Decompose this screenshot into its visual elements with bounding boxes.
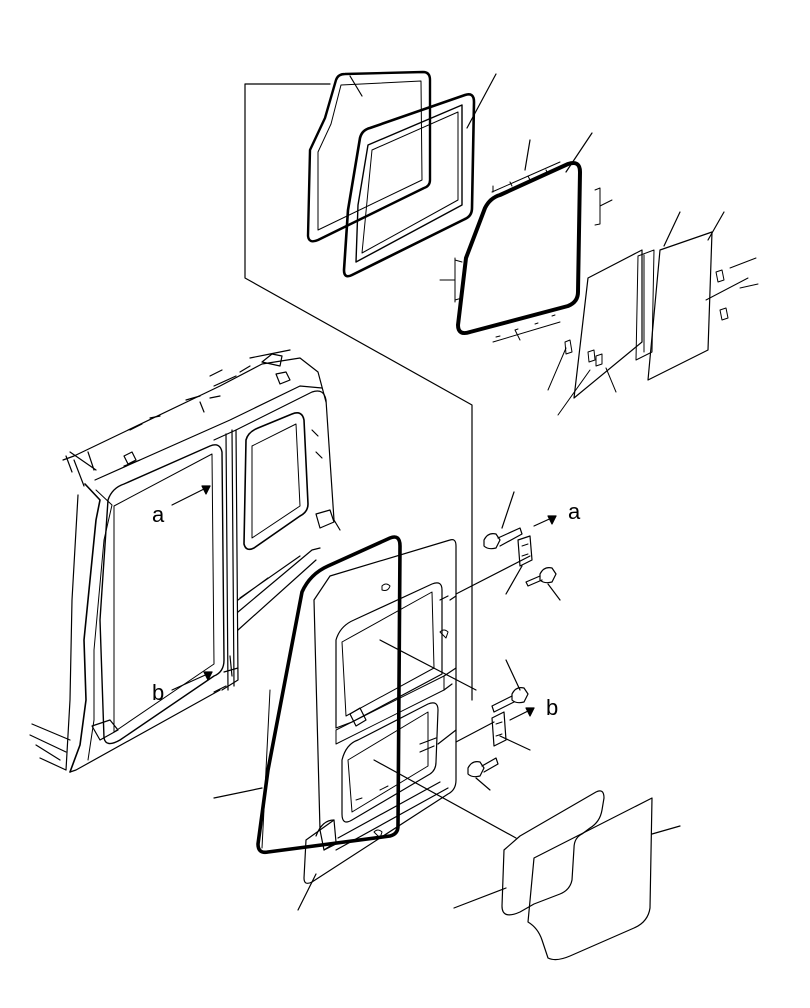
leader-line: [475, 777, 491, 791]
leader-line: [499, 735, 531, 751]
sliding-glass-pane-rear: [573, 249, 643, 399]
leader-line: [213, 787, 263, 799]
arrow-label-a-cab: a: [152, 502, 165, 527]
seal-clips: [439, 161, 613, 343]
leader-line: [297, 873, 317, 911]
leader-line: [651, 825, 681, 835]
leader-line: [547, 583, 561, 601]
leader-line: [505, 565, 523, 595]
glass-latch-hardware: [547, 257, 759, 416]
cab-frame: [29, 349, 341, 773]
leader-line: [524, 139, 531, 171]
hinge-lower: [455, 687, 535, 778]
leader-line: [505, 659, 521, 691]
leader-line: [707, 211, 725, 241]
window-frame-seal: [342, 93, 476, 278]
group-bracket-line: [244, 83, 473, 701]
lower-door-glass-pane: [527, 797, 653, 961]
leader-line: [379, 639, 477, 691]
leader-line: [466, 73, 497, 129]
arrow-label-b-hinge: b: [546, 695, 558, 720]
leader-line: [453, 887, 507, 909]
sliding-glass-rail: [635, 249, 655, 361]
leader-line: [663, 211, 681, 247]
cab-door: [303, 539, 457, 884]
leader-line: [373, 759, 517, 839]
sliding-glass-pane-front: [647, 231, 713, 381]
lower-door-glass-seal: [501, 790, 605, 916]
leader-line: [565, 132, 593, 173]
window-seal-ring: [456, 161, 582, 336]
hinge-upper: [455, 515, 557, 595]
arrow-label-a-hinge: a: [568, 499, 581, 524]
cab-arrows: [171, 485, 213, 691]
door-seal: [256, 535, 402, 855]
leader-line: [349, 75, 363, 97]
rear-window-glass: [306, 70, 432, 243]
leader-line: [501, 491, 515, 529]
arrow-label-b-cab: b: [152, 680, 164, 705]
